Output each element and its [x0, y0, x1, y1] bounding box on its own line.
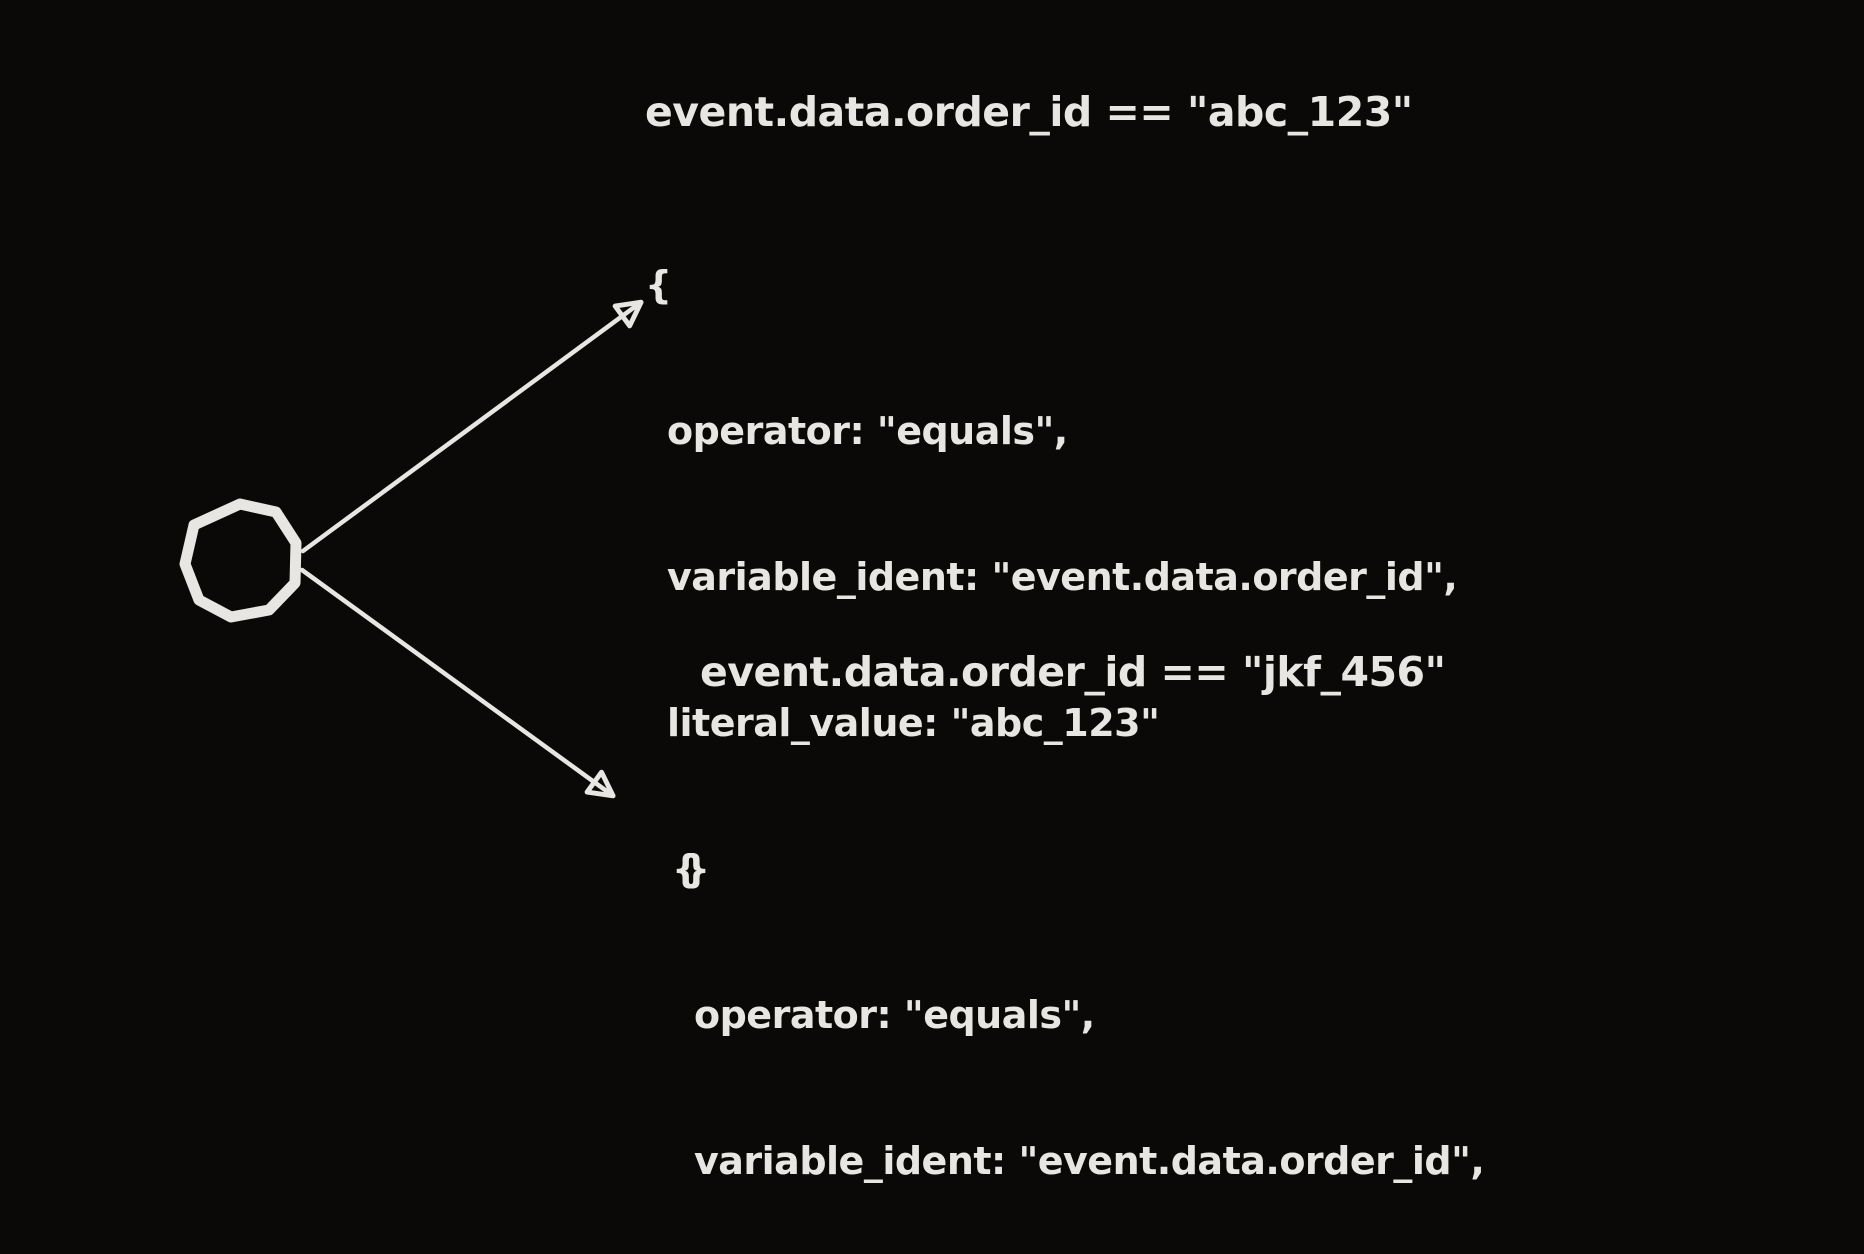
code-variable-ident-line: variable_ident: "event.data.order_id", — [667, 555, 1458, 599]
state-node-circle-icon — [179, 498, 302, 623]
code-operator-line: operator: "equals", — [694, 993, 1095, 1037]
branch-jkf-expression: event.data.order_id == "jkf_456" — [700, 648, 1446, 696]
branch-jkf-code-block: { operator: "equals", variable_ident: "e… — [672, 752, 1485, 1254]
code-variable-ident-line: variable_ident: "event.data.order_id", — [694, 1139, 1485, 1183]
code-literal-value-line: literal_value: "abc_123" — [667, 701, 1160, 745]
branch-abc-expression: event.data.order_id == "abc_123" — [645, 88, 1413, 136]
code-close-brace: } — [683, 847, 710, 891]
code-open-brace: { — [645, 263, 672, 307]
arrow-to-branch-abc-icon — [300, 299, 644, 554]
branch-abc-code-block: { operator: "equals", variable_ident: "e… — [645, 168, 1458, 986]
arrow-to-branch-jkf-icon — [299, 567, 616, 799]
code-open-brace: { — [672, 847, 699, 891]
code-operator-line: operator: "equals", — [667, 409, 1068, 453]
